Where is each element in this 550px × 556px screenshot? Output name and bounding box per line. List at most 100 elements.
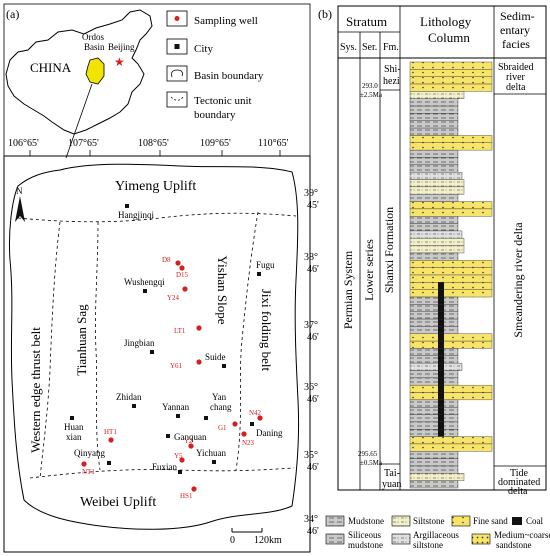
lithology-header: Lithology [420, 14, 472, 29]
litho-layer [409, 348, 459, 356]
coal-seam [438, 392, 444, 401]
well-marker [196, 359, 202, 365]
lat-min: 46' [307, 264, 319, 275]
tianhuan-label: Tianhuan Sag [74, 304, 89, 376]
lat-min: 46' [307, 526, 319, 537]
city-label-yan: Yan [212, 392, 227, 402]
well-marker [196, 325, 202, 331]
well-marker [108, 437, 114, 443]
litho-layer [409, 407, 459, 415]
lithology-column [409, 61, 493, 489]
inset-basin-label: Basin [84, 42, 105, 52]
well-label-g1: G1 [218, 424, 227, 432]
well-label-y24: Y24 [167, 294, 180, 302]
well-marker [232, 421, 238, 427]
scale-zero: 0 [230, 535, 235, 546]
legend-siltstone: Siltstone [413, 516, 445, 526]
litho-layer [409, 208, 493, 217]
north-label: N [16, 186, 23, 196]
shanxi-formation-label: Shanxi Formation [382, 207, 396, 293]
city-marker [132, 404, 136, 408]
facies-meander: Smeandering river delta [511, 222, 525, 338]
well-label-d15: D15 [176, 271, 189, 279]
lon-tick-label: 110°65' [258, 138, 289, 149]
jixi-boundary [235, 211, 259, 471]
latitude-ticks: 39° 45' 38° 46' 37° 46' 36° 46' 35° 46' … [304, 188, 319, 537]
tianhuan-boundary [95, 221, 101, 471]
lat-deg: 35° [304, 450, 318, 461]
legend-sampling-well: Sampling well [194, 15, 258, 27]
lon-tick-label: 108°65' [138, 138, 169, 149]
litho-layer [409, 105, 459, 114]
litho-layer [409, 296, 459, 305]
well-marker [191, 486, 197, 492]
lat-deg: 34° [304, 514, 318, 525]
lat-deg: 37° [304, 320, 318, 331]
tectonic-legend-box [166, 91, 188, 108]
city-label-jingbian: Jingbian [124, 338, 155, 348]
stratum-table-frame [337, 5, 547, 491]
litho-layer [409, 480, 459, 489]
lat-deg: 36° [304, 382, 318, 393]
coal-seam [438, 429, 444, 437]
tectonic-labels: Yimeng Uplift Weibei Uplift Western edge… [28, 179, 274, 510]
litho-layer [409, 289, 493, 298]
tectonic-boundary-icon [170, 95, 185, 101]
city-marker [178, 470, 182, 474]
litho-layer [409, 421, 459, 430]
litho-layer [409, 76, 493, 85]
litho-layer [409, 186, 465, 195]
well-label-lt1: LT1 [174, 327, 186, 335]
city-marker [166, 434, 170, 438]
taiyuan-label-1: Tai- [384, 468, 400, 479]
city-label-ganquan: Ganquan [174, 432, 207, 442]
longitude-ticks: 106°65' 107°65' 108°65' 109°65' 110°65' [8, 138, 289, 156]
well-label-d8: D8 [162, 256, 171, 264]
city-label-fuxian: Fuxian [152, 462, 178, 472]
city-label-huan: Huan [64, 422, 84, 432]
city-marker [176, 414, 180, 418]
legend-city: City [194, 43, 213, 55]
city-marker [143, 289, 147, 293]
basin-legend-box [166, 65, 188, 82]
inset-pointer-line [65, 83, 93, 159]
coal-seam [438, 289, 444, 298]
scale-max: 120km [254, 535, 282, 546]
coal-seam [438, 304, 444, 313]
taiyuan-label-2: yuan [382, 479, 401, 490]
litho-layer [409, 260, 493, 268]
yimeng-label: Yimeng Uplift [115, 179, 196, 194]
coal-seam [438, 370, 444, 379]
tectonic-boundaries [17, 211, 297, 479]
well-marker [188, 443, 194, 449]
litho-layer [409, 326, 459, 334]
shihezi-label-2: hezi [383, 76, 400, 87]
cities: Hangjinqi Wushengqi Fugu Jingbian Suide … [64, 204, 283, 474]
facies-header-1: Sedim- [500, 9, 535, 23]
city-label-wushengqi: Wushengqi [124, 277, 165, 287]
coal-seam [438, 421, 444, 430]
litho-layer [409, 238, 465, 246]
coal-seam [438, 355, 444, 364]
litho-layer [409, 384, 493, 393]
well-label-y2: Y2 [184, 437, 193, 445]
facies-header-3: facies [502, 37, 530, 51]
city-label-suide: Suide [205, 352, 226, 362]
legend-finesand-swatch [451, 515, 471, 527]
coal-seam [438, 348, 444, 357]
jixi-label: Jixi folding belt [259, 289, 274, 372]
legend-medium-2: sandstone [496, 540, 532, 550]
litho-layer [409, 399, 459, 408]
legend-medium-1: Medium~coarse [494, 530, 550, 540]
well-marker [182, 286, 188, 292]
lat-min: 46' [307, 462, 319, 473]
city-marker [250, 422, 254, 426]
well-label-y61: Y61 [170, 362, 183, 370]
legend-mudstone-swatch [325, 515, 345, 527]
legend-coal-swatch [512, 517, 522, 525]
litho-layer [409, 304, 459, 312]
lat-deg: 39° [304, 188, 318, 199]
litho-layer [409, 282, 493, 290]
inset-china-label: CHINA [30, 60, 72, 75]
legend-siliceous-swatch [325, 533, 345, 545]
